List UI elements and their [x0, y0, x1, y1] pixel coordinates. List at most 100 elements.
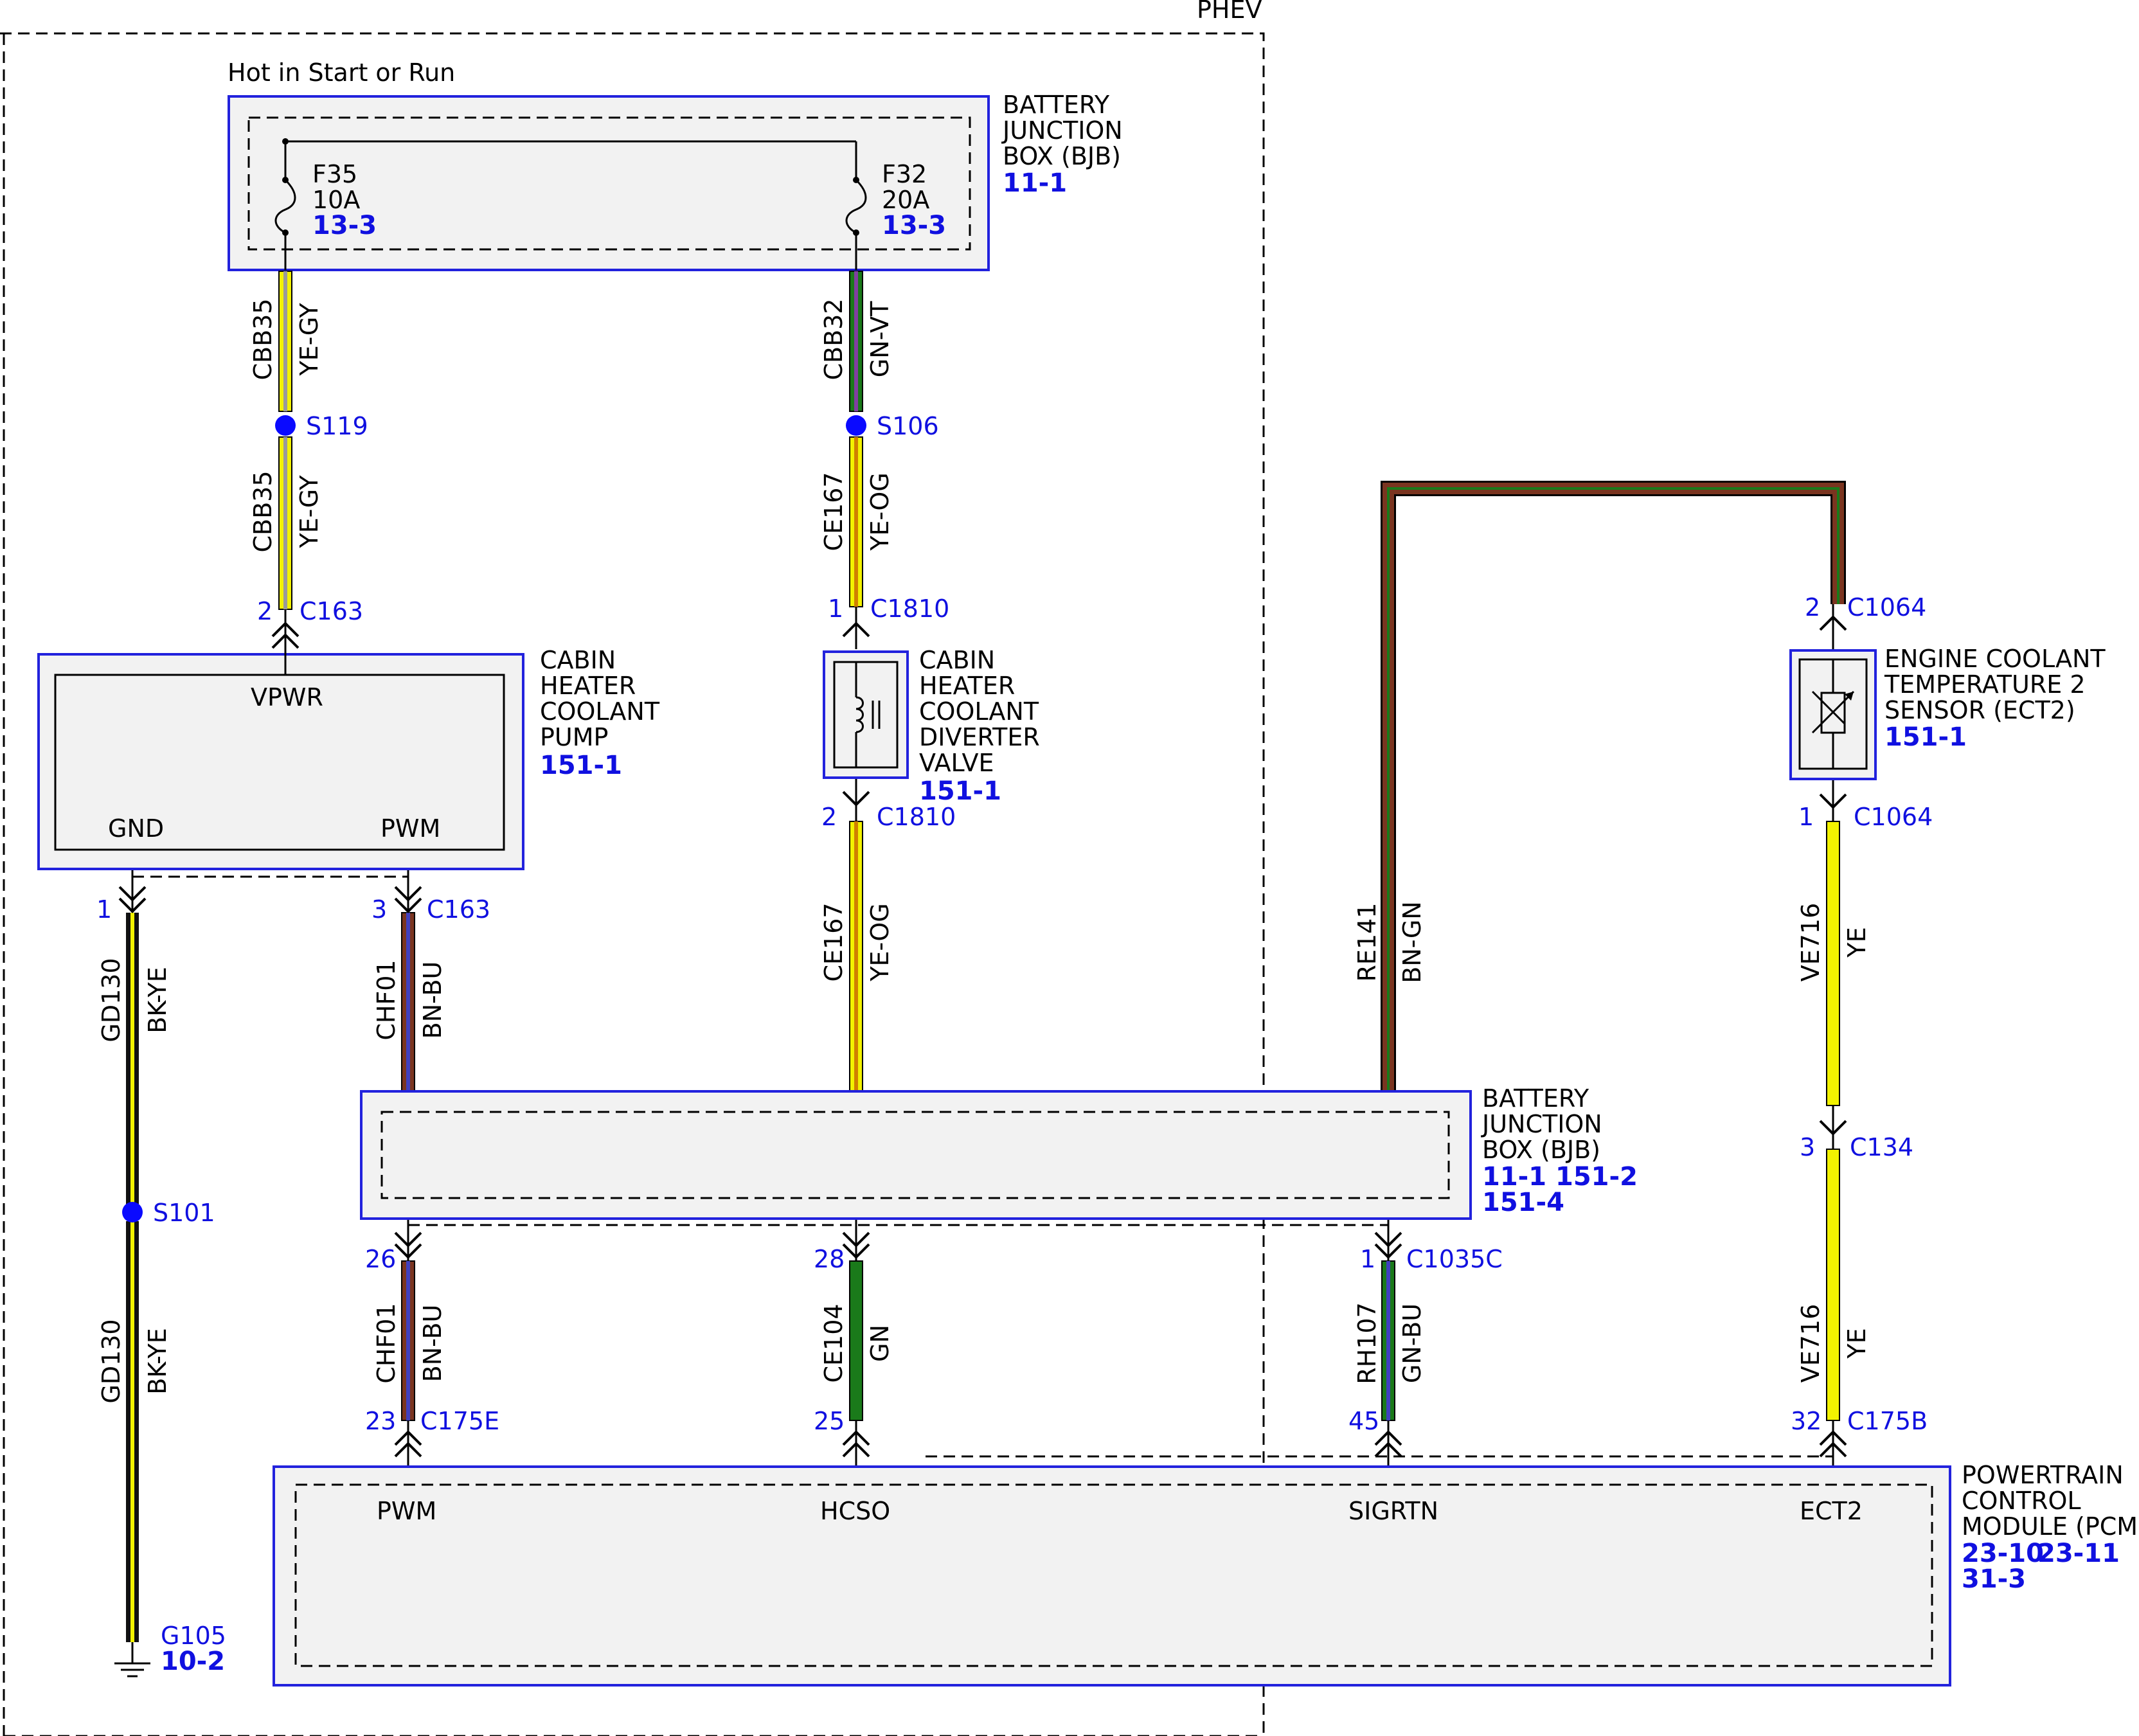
- wire-ce167-lower: [849, 821, 863, 1092]
- c1810-top-pin: 1: [828, 595, 843, 623]
- bjb-mid-name-2: JUNCTION: [1481, 1110, 1602, 1138]
- bjb-top-name-3: BOX (BJB): [1003, 142, 1121, 170]
- pcm-name-1: POWERTRAIN: [1962, 1461, 2124, 1489]
- valve-name-5: VALVE: [919, 749, 994, 777]
- valve-name-2: HEATER: [919, 672, 1015, 700]
- chf01-upper-color: BN-BU: [418, 962, 447, 1039]
- gnd-pin: 1: [96, 895, 112, 924]
- wire-gd130-upper: [126, 913, 139, 1208]
- bjb-mid-ref-1[interactable]: 11-1: [1482, 1162, 1546, 1192]
- pcm-ref-1[interactable]: 23-10: [1962, 1539, 2044, 1568]
- gd130-lower-circuit: GD130: [97, 1319, 125, 1403]
- ground-ref[interactable]: 10-2: [161, 1647, 225, 1676]
- c1064-bot-pin: 1: [1798, 803, 1814, 831]
- pcm-box: [273, 1465, 1951, 1687]
- wire-cbb35-lower: [278, 436, 292, 610]
- fuse-f35-rating: 10A: [312, 186, 360, 214]
- c175e-pin: 23: [365, 1407, 396, 1435]
- pump-name-4: PUMP: [540, 723, 608, 751]
- c1810-bot-name: C1810: [877, 803, 956, 831]
- pcm-ref-2[interactable]: 23-11: [2037, 1539, 2120, 1568]
- valve-name-3: COOLANT: [919, 697, 1039, 726]
- splice-s106: [846, 415, 866, 436]
- c1064-top-name: C1064: [1847, 593, 1926, 622]
- ce167-lower-color: YE-OG: [866, 903, 894, 981]
- c1035c-name: C1035C: [1406, 1245, 1503, 1273]
- c1064-top-pin: 2: [1805, 593, 1820, 622]
- gd130-upper-color: BK-YE: [143, 967, 172, 1033]
- gd130-upper-circuit: GD130: [97, 958, 125, 1042]
- splice-s101: [122, 1202, 143, 1222]
- bjb-mid-ref-2[interactable]: 151-2: [1555, 1162, 1638, 1192]
- pump-ref[interactable]: 151-1: [540, 751, 622, 780]
- valve-box: [823, 650, 909, 779]
- wire-cbb35-upper: [278, 271, 292, 412]
- wire-chf01-lower: [401, 1260, 415, 1421]
- c175b-name: C175B: [1847, 1407, 1928, 1435]
- bjb-mid-ref-3[interactable]: 151-4: [1482, 1188, 1564, 1217]
- re141-color: BN-GN: [1398, 901, 1426, 983]
- rh107-circuit: RH107: [1353, 1302, 1381, 1384]
- c175b-pin: 32: [1791, 1407, 1821, 1435]
- pump-box: [37, 649, 524, 870]
- cbb35-lower-circuit: CBB35: [249, 470, 277, 552]
- pcm-sigrtn-pin: 45: [1348, 1407, 1379, 1435]
- splice-s119-label: S119: [306, 412, 368, 440]
- splice-s119: [275, 415, 296, 436]
- wire-re141: [1381, 481, 1846, 1091]
- pump-name-3: COOLANT: [540, 697, 660, 726]
- ect2-box: [1789, 649, 1877, 780]
- power-source-label: Hot in Start or Run: [228, 58, 455, 87]
- c175e-name: C175E: [420, 1407, 499, 1435]
- c1035c-pin: 1: [1360, 1245, 1375, 1273]
- dashed-links: [132, 875, 1833, 1458]
- ce104-circuit: CE104: [819, 1303, 848, 1383]
- ve716-lower-color: YE: [1843, 1328, 1871, 1359]
- pcm-pin-pwm: PWM: [377, 1497, 436, 1525]
- cbb35-upper-color: YE-GY: [295, 303, 323, 377]
- c163-pwm-name: C163: [427, 895, 490, 924]
- ground-symbol: [114, 1642, 150, 1678]
- ect2-name-3: SENSOR (ECT2): [1884, 696, 2075, 724]
- pcm-pin-ect2: ECT2: [1800, 1497, 1863, 1525]
- wire-ce104: [849, 1260, 863, 1421]
- ce167-lower-circuit: CE167: [819, 902, 848, 981]
- cbb32-color: GN-VT: [866, 301, 894, 377]
- ce167-upper-circuit: CE167: [819, 472, 848, 551]
- re141-circuit: RE141: [1353, 903, 1381, 982]
- ve716-upper-circuit: VE716: [1796, 903, 1825, 982]
- fuse-f32-name: F32: [882, 160, 927, 188]
- ground-name: G105: [161, 1622, 226, 1650]
- wire-chf01-upper: [401, 912, 415, 1092]
- pcm-pin-hcso: HCSO: [820, 1497, 890, 1525]
- c163-pwm-pin: 3: [371, 895, 387, 924]
- valve-ref[interactable]: 151-1: [919, 776, 1001, 806]
- c1810-top-name: C1810: [870, 595, 949, 623]
- c163-top-name: C163: [300, 597, 363, 625]
- wire-ce167-upper: [849, 436, 863, 607]
- pcm-pin-sigrtn: SIGRTN: [1348, 1497, 1438, 1525]
- fuse-f32-ref[interactable]: 13-3: [882, 211, 946, 240]
- pcm-name-2: CONTROL: [1962, 1487, 2081, 1515]
- pump-pin-vpwr: VPWR: [251, 683, 323, 711]
- bjb-top-ref[interactable]: 11-1: [1003, 168, 1067, 198]
- fuse-f35-ref[interactable]: 13-3: [312, 211, 377, 240]
- pump-pin-pwm: PWM: [380, 814, 440, 843]
- ce104-color: GN: [866, 1325, 894, 1362]
- c1810-bot-pin: 2: [821, 803, 837, 831]
- pcm-ref-3[interactable]: 31-3: [1962, 1564, 2026, 1594]
- bjb-mid-box: [360, 1090, 1472, 1220]
- chf01-lower-circuit: CHF01: [372, 1303, 400, 1383]
- pcm-hcso-pin: 25: [814, 1407, 845, 1435]
- ve716-upper-color: YE: [1843, 927, 1871, 958]
- ect2-ref[interactable]: 151-1: [1884, 722, 1967, 752]
- bjb-mid-name-3: BOX (BJB): [1482, 1136, 1600, 1164]
- pump-name-1: CABIN: [540, 646, 616, 674]
- fuse-f35-name: F35: [312, 160, 357, 188]
- bjb-hcso-pin: 28: [814, 1245, 845, 1273]
- fuse-f32-rating: 20A: [882, 186, 929, 214]
- pump-name-2: HEATER: [540, 672, 636, 700]
- wire-cbb32: [849, 271, 863, 412]
- cbb35-upper-circuit: CBB35: [249, 298, 277, 380]
